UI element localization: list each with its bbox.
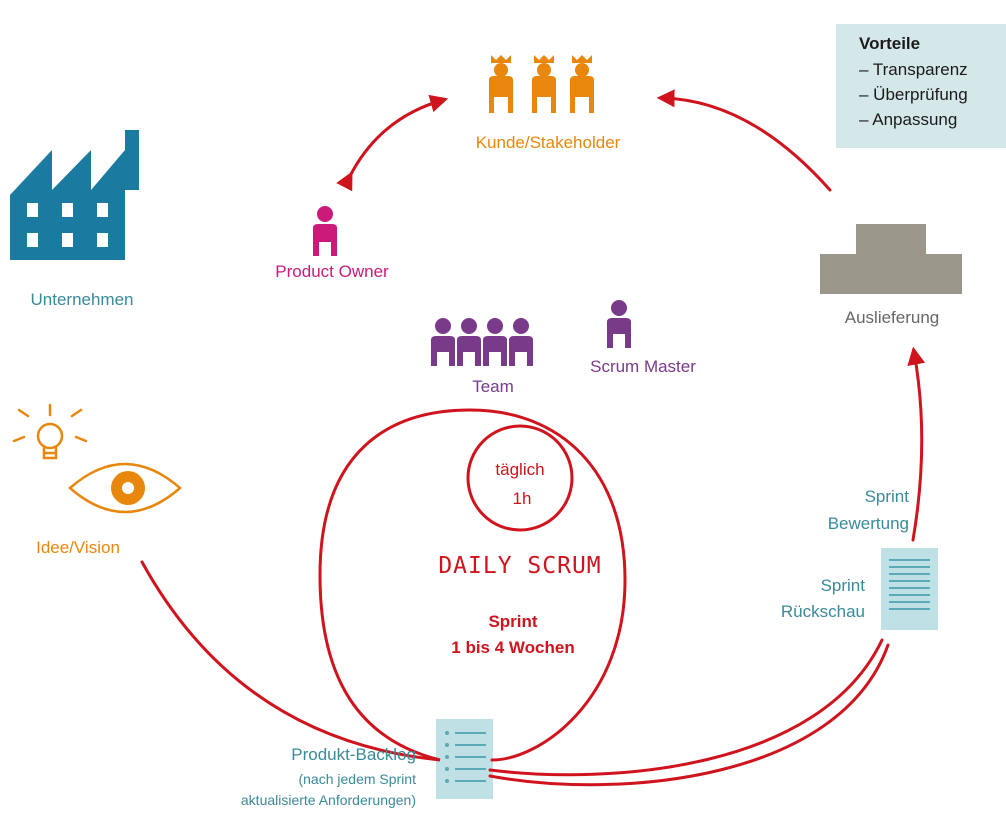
arrow-delivery-to-customer xyxy=(656,89,832,192)
team-icon xyxy=(431,318,533,366)
sprint-label: Sprint xyxy=(488,612,538,631)
factory-icon xyxy=(10,130,139,260)
daily-frequency-label: täglich xyxy=(495,460,545,479)
benefits-box: Vorteile – Transparenz – Überprüfung – A… xyxy=(836,24,1006,148)
eye-icon xyxy=(68,462,182,514)
benefit-item: – Transparenz xyxy=(859,60,968,79)
daily-scrum-circle xyxy=(466,424,574,532)
sprint-loop xyxy=(140,408,627,762)
backlog-note: (nach jedem Sprint xyxy=(298,771,416,787)
daily-scrum-title: DAILY SCRUM xyxy=(438,553,602,579)
scrum-master-person-icon xyxy=(607,300,631,348)
customer-label: Kunde/Stakeholder xyxy=(475,133,621,152)
delivery-label: Auslieferung xyxy=(844,308,940,327)
sprint-duration-label: 1 bis 4 Wochen xyxy=(451,638,575,657)
sprint-review-label: Bewertung xyxy=(827,514,909,533)
team-label: Team xyxy=(472,377,514,396)
idea-label: Idee/Vision xyxy=(36,538,120,557)
stacked-blocks-icon xyxy=(820,224,962,294)
company-label: Unternehmen xyxy=(30,290,134,309)
crowned-people-icon xyxy=(489,55,594,113)
product-owner-label: Product Owner xyxy=(275,262,389,281)
daily-duration-label: 1h xyxy=(512,489,532,508)
document-list-icon xyxy=(881,548,938,630)
backlog-title: Produkt-Backlog xyxy=(291,745,416,764)
benefit-item: – Anpassung xyxy=(859,110,958,129)
lightbulb-icon xyxy=(12,403,88,460)
double-arrow-customer-po xyxy=(336,94,449,192)
sprint-retro-label: Rückschau xyxy=(780,602,865,621)
benefits-title: Vorteile xyxy=(859,34,921,53)
backlog-document-icon xyxy=(436,719,493,799)
product-owner-person-icon xyxy=(313,206,337,256)
arrow-review-to-delivery xyxy=(907,346,926,542)
daily-loop xyxy=(488,638,884,777)
process-arrows xyxy=(140,89,926,787)
benefit-item: – Überprüfung xyxy=(859,85,968,104)
sprint-review-label: Sprint xyxy=(864,487,909,506)
backlog-note: aktualisierte Anforderungen) xyxy=(240,792,416,808)
sprint-retro-label: Sprint xyxy=(820,576,865,595)
scrum-master-label: Scrum Master xyxy=(590,357,696,376)
daily-loop-inner xyxy=(488,643,890,787)
